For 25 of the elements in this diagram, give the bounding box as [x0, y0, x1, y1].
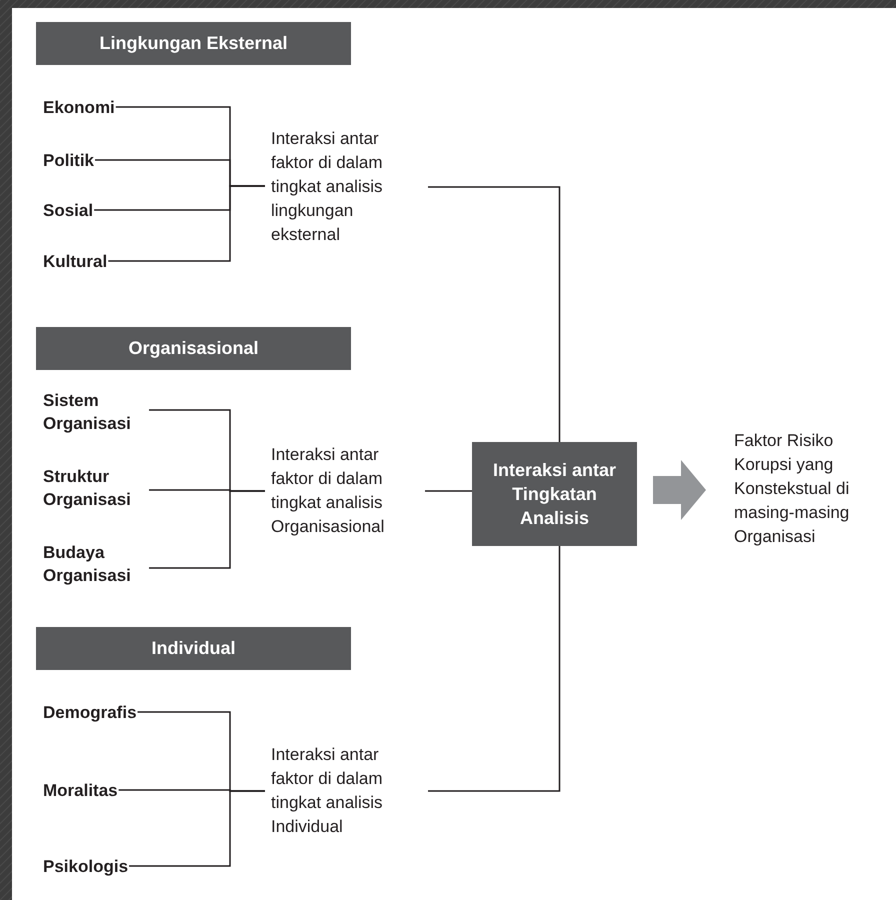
interaction-text: Interaksi antar faktor di dalam tingkat analisis Organisasional: [265, 443, 425, 539]
factor-label: Kultural: [43, 248, 108, 274]
interaction-text: Interaksi antar faktor di dalam tingkat analisis lingkungan eksternal: [265, 128, 425, 246]
level-header: Lingkungan Eksternal: [36, 22, 351, 65]
central-box: Interaksi antar Tingkatan Analisis: [472, 442, 637, 546]
connector-line: [149, 490, 265, 569]
level-header: Individual: [36, 627, 351, 670]
connector-line: [428, 186, 560, 442]
factor-label: Struktur Organisasi: [43, 464, 148, 512]
factor-label: Sistem Organisasi: [43, 388, 148, 436]
factor-label: Moralitas: [43, 777, 118, 803]
level-header: Organisasional: [36, 327, 351, 370]
factor-label: Budaya Organisasi: [43, 540, 148, 588]
block-arrow: [653, 460, 706, 520]
connector-line: [428, 546, 560, 792]
factor-label: Psikologis: [43, 853, 128, 879]
connector-line: [425, 490, 472, 492]
interaction-text: Faktor Risiko Korupsi yang Konstekstual di masing-masing Organisasi: [728, 430, 878, 548]
factor-label: Ekonomi: [43, 94, 115, 120]
connector-line: [129, 790, 265, 867]
interaction-text: Interaksi antar faktor di dalam tingkat analisis Individual: [265, 743, 425, 839]
factor-label: Demografis: [43, 699, 137, 725]
connector-line: [108, 185, 265, 262]
factor-label: Sosial: [43, 197, 94, 223]
factor-label: Politik: [43, 147, 94, 173]
